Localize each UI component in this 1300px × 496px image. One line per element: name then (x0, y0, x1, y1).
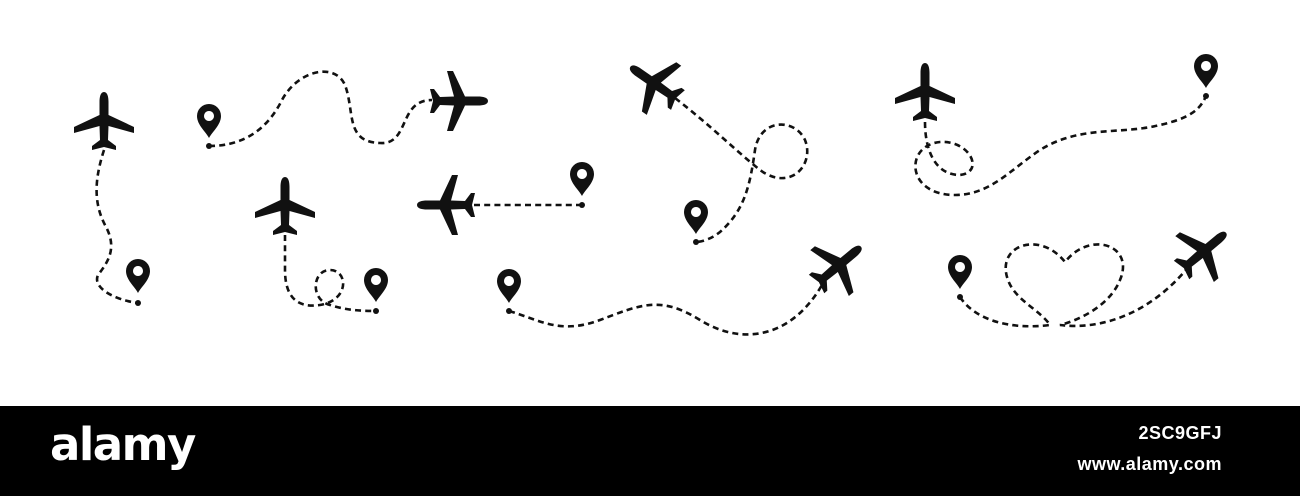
image-id: 2SC9GFJ (1138, 423, 1222, 443)
airplane-icon (255, 177, 315, 235)
watermark-footer: alamy 2SC9GFJ www.alamy.com (0, 406, 1300, 496)
website-url: www.alamy.com (1077, 454, 1222, 474)
airplane-icon (74, 92, 134, 150)
airplane-icon (417, 175, 475, 235)
route-7 (895, 54, 1218, 197)
location-pin-icon (684, 200, 708, 234)
location-pin-icon (570, 162, 594, 196)
route-4 (417, 162, 594, 235)
location-pin-icon (948, 255, 972, 289)
route-2 (197, 70, 488, 149)
location-pin-icon (497, 269, 521, 303)
travel-routes-illustration (74, 42, 1246, 336)
airplane-icon (1162, 209, 1246, 293)
airplane-icon (895, 63, 955, 121)
route-6 (497, 223, 881, 336)
route-8 (948, 209, 1246, 328)
alamy-logo: alamy (50, 418, 196, 471)
location-pin-icon (197, 104, 221, 138)
location-pin-icon (364, 268, 388, 302)
route-3 (255, 177, 388, 314)
route-5 (613, 42, 809, 245)
airplane-icon (430, 71, 488, 131)
airplane-icon (797, 223, 881, 307)
airplane-icon (613, 42, 696, 125)
route-1 (74, 92, 150, 306)
location-pin-icon (126, 259, 150, 293)
location-pin-icon (1194, 54, 1218, 88)
